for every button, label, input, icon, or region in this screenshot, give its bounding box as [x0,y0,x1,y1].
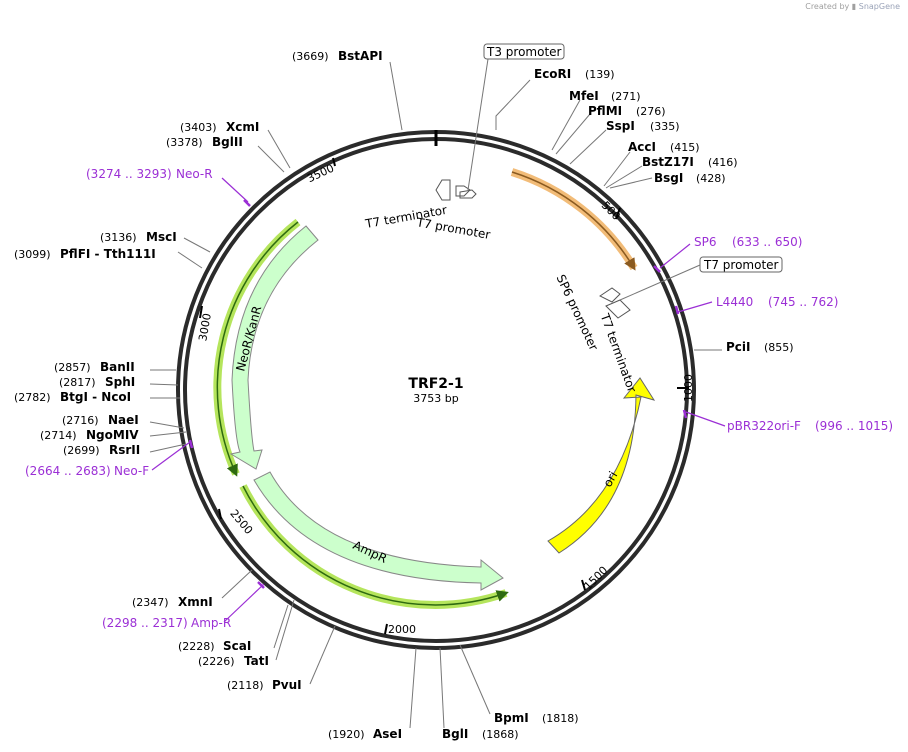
tick-label-1500: 1500 [581,564,610,593]
site-name: NaeI [108,413,139,427]
site-name: NgoMIV [86,428,139,442]
site-pos: (3136) [100,231,137,244]
site-pos: (3378) [166,136,203,149]
site-pos: (3403) [180,121,217,134]
primer-name: Neo-R [176,167,213,181]
site-name: AccI [628,140,656,154]
site-name: BstZ17I [642,155,694,169]
terminator-promoter-glyphs-right [599,287,631,319]
primer-range: (3274 .. 3293) [86,167,172,181]
credit-prefix: Created by [805,2,850,11]
boxed-label-t3-promoter: T3 promoter [486,45,562,59]
site-name: TatI [244,654,269,668]
amp-arrow [253,471,504,591]
site-name: BtgI - NcoI [60,390,131,404]
neo-highlight [213,218,301,477]
site-pos: (428) [696,172,726,185]
site-name: RsrII [109,443,140,457]
site-pos: (3669) [292,50,329,63]
site-name: BsgI [654,171,683,185]
site-name: XmnI [178,595,213,609]
site-pos: (335) [650,120,680,133]
primer-range: (996 .. 1015) [815,419,893,433]
site-name: PciI [726,340,751,354]
site-name: BglII [212,135,243,149]
site-pos: (2118) [227,679,264,692]
primer-name: pBR322ori-F [727,419,801,433]
site-name: BanII [100,360,135,374]
site-name: XcmI [226,120,259,134]
primer-range: (633 .. 650) [732,235,802,249]
site-name: PvuI [272,678,302,692]
site-pos: (3099) [14,248,51,261]
amp-highlight [239,484,509,609]
site-pos: (2347) [132,596,169,609]
ori-arrow [547,377,656,554]
terminator-promoter-glyphs-top [435,179,477,201]
site-pos: (1868) [482,728,519,741]
primer-range: (2664 .. 2683) [25,464,111,478]
feature-label-t7-terminator-right: T7 terminator [597,311,639,394]
site-pos: (2226) [198,655,235,668]
site-pos: (276) [636,105,666,118]
site-name: BpmI [494,711,529,725]
primer-range: (2298 .. 2317) [102,616,188,630]
tick-marks [199,157,689,635]
site-pos: (2714) [40,429,77,442]
site-name: SspI [606,119,635,133]
site-name: SphI [105,375,135,389]
site-leader-lines [149,61,722,729]
site-pos: (2228) [178,640,215,653]
site-pos: (2857) [54,361,91,374]
site-name: MscI [146,230,177,244]
site-pos: (2817) [59,376,96,389]
site-name: ScaI [223,639,251,653]
site-name: AseI [373,727,402,741]
site-pos: (1818) [542,712,579,725]
feature-label-ori: ori [600,469,620,490]
site-name: BglI [442,727,468,741]
site-pos: (2782) [14,391,51,404]
site-pos: (416) [708,156,738,169]
site-name: EcoRI [534,67,571,81]
site-name: BstAPI [338,49,383,63]
primer-labels: SP6 (633 .. 650) L4440 (745 .. 762) pBR3… [25,167,893,630]
t7-promoter-box: T7 promoter [619,256,783,301]
site-pos: (415) [670,141,700,154]
t3-promoter-box: T3 promoter [467,43,565,191]
site-pos: (271) [611,90,641,103]
site-pos: (1920) [328,728,365,741]
primer-name: L4440 [716,295,753,309]
primer-range: (745 .. 762) [768,295,838,309]
site-pos: (855) [764,341,794,354]
neo-arrow [229,225,319,470]
backbone [176,130,696,650]
feature-orange-promoter [510,168,638,271]
snapgene-credit: Created by ▮ SnapGene [805,2,900,11]
tick-label-2000: 2000 [388,623,416,636]
tick-label-3000: 3000 [196,312,214,342]
enzyme-site-labels: (3669) BstAPI EcoRI (139) MfeI (271) Pfl… [14,49,794,741]
primer-name: SP6 [694,235,717,249]
site-pos: (139) [585,68,615,81]
site-pos: (2716) [62,414,99,427]
credit-brand: SnapGene [858,2,900,11]
plasmid-length: 3753 bp [413,392,458,405]
site-name: PflFI - Tth111I [60,247,156,261]
plasmid-name: TRF2-1 [408,376,463,392]
site-name: MfeI [569,89,599,103]
site-name: PflMI [588,104,622,118]
primer-name: Neo-F [114,464,149,478]
site-pos: (2699) [63,444,100,457]
boxed-label-t7-promoter: T7 promoter [703,258,779,272]
feature-label-t7-promoter-top: T7 promoter [415,215,492,242]
primer-leader-lines [151,177,726,623]
feature-label-sp6-promoter: SP6 promoter [554,272,601,352]
tick-label-1000: 1000 [682,374,695,402]
primer-site-marks [188,199,688,589]
primer-name: Amp-R [191,616,231,630]
snapgene-logo-icon: ▮ [851,2,857,11]
